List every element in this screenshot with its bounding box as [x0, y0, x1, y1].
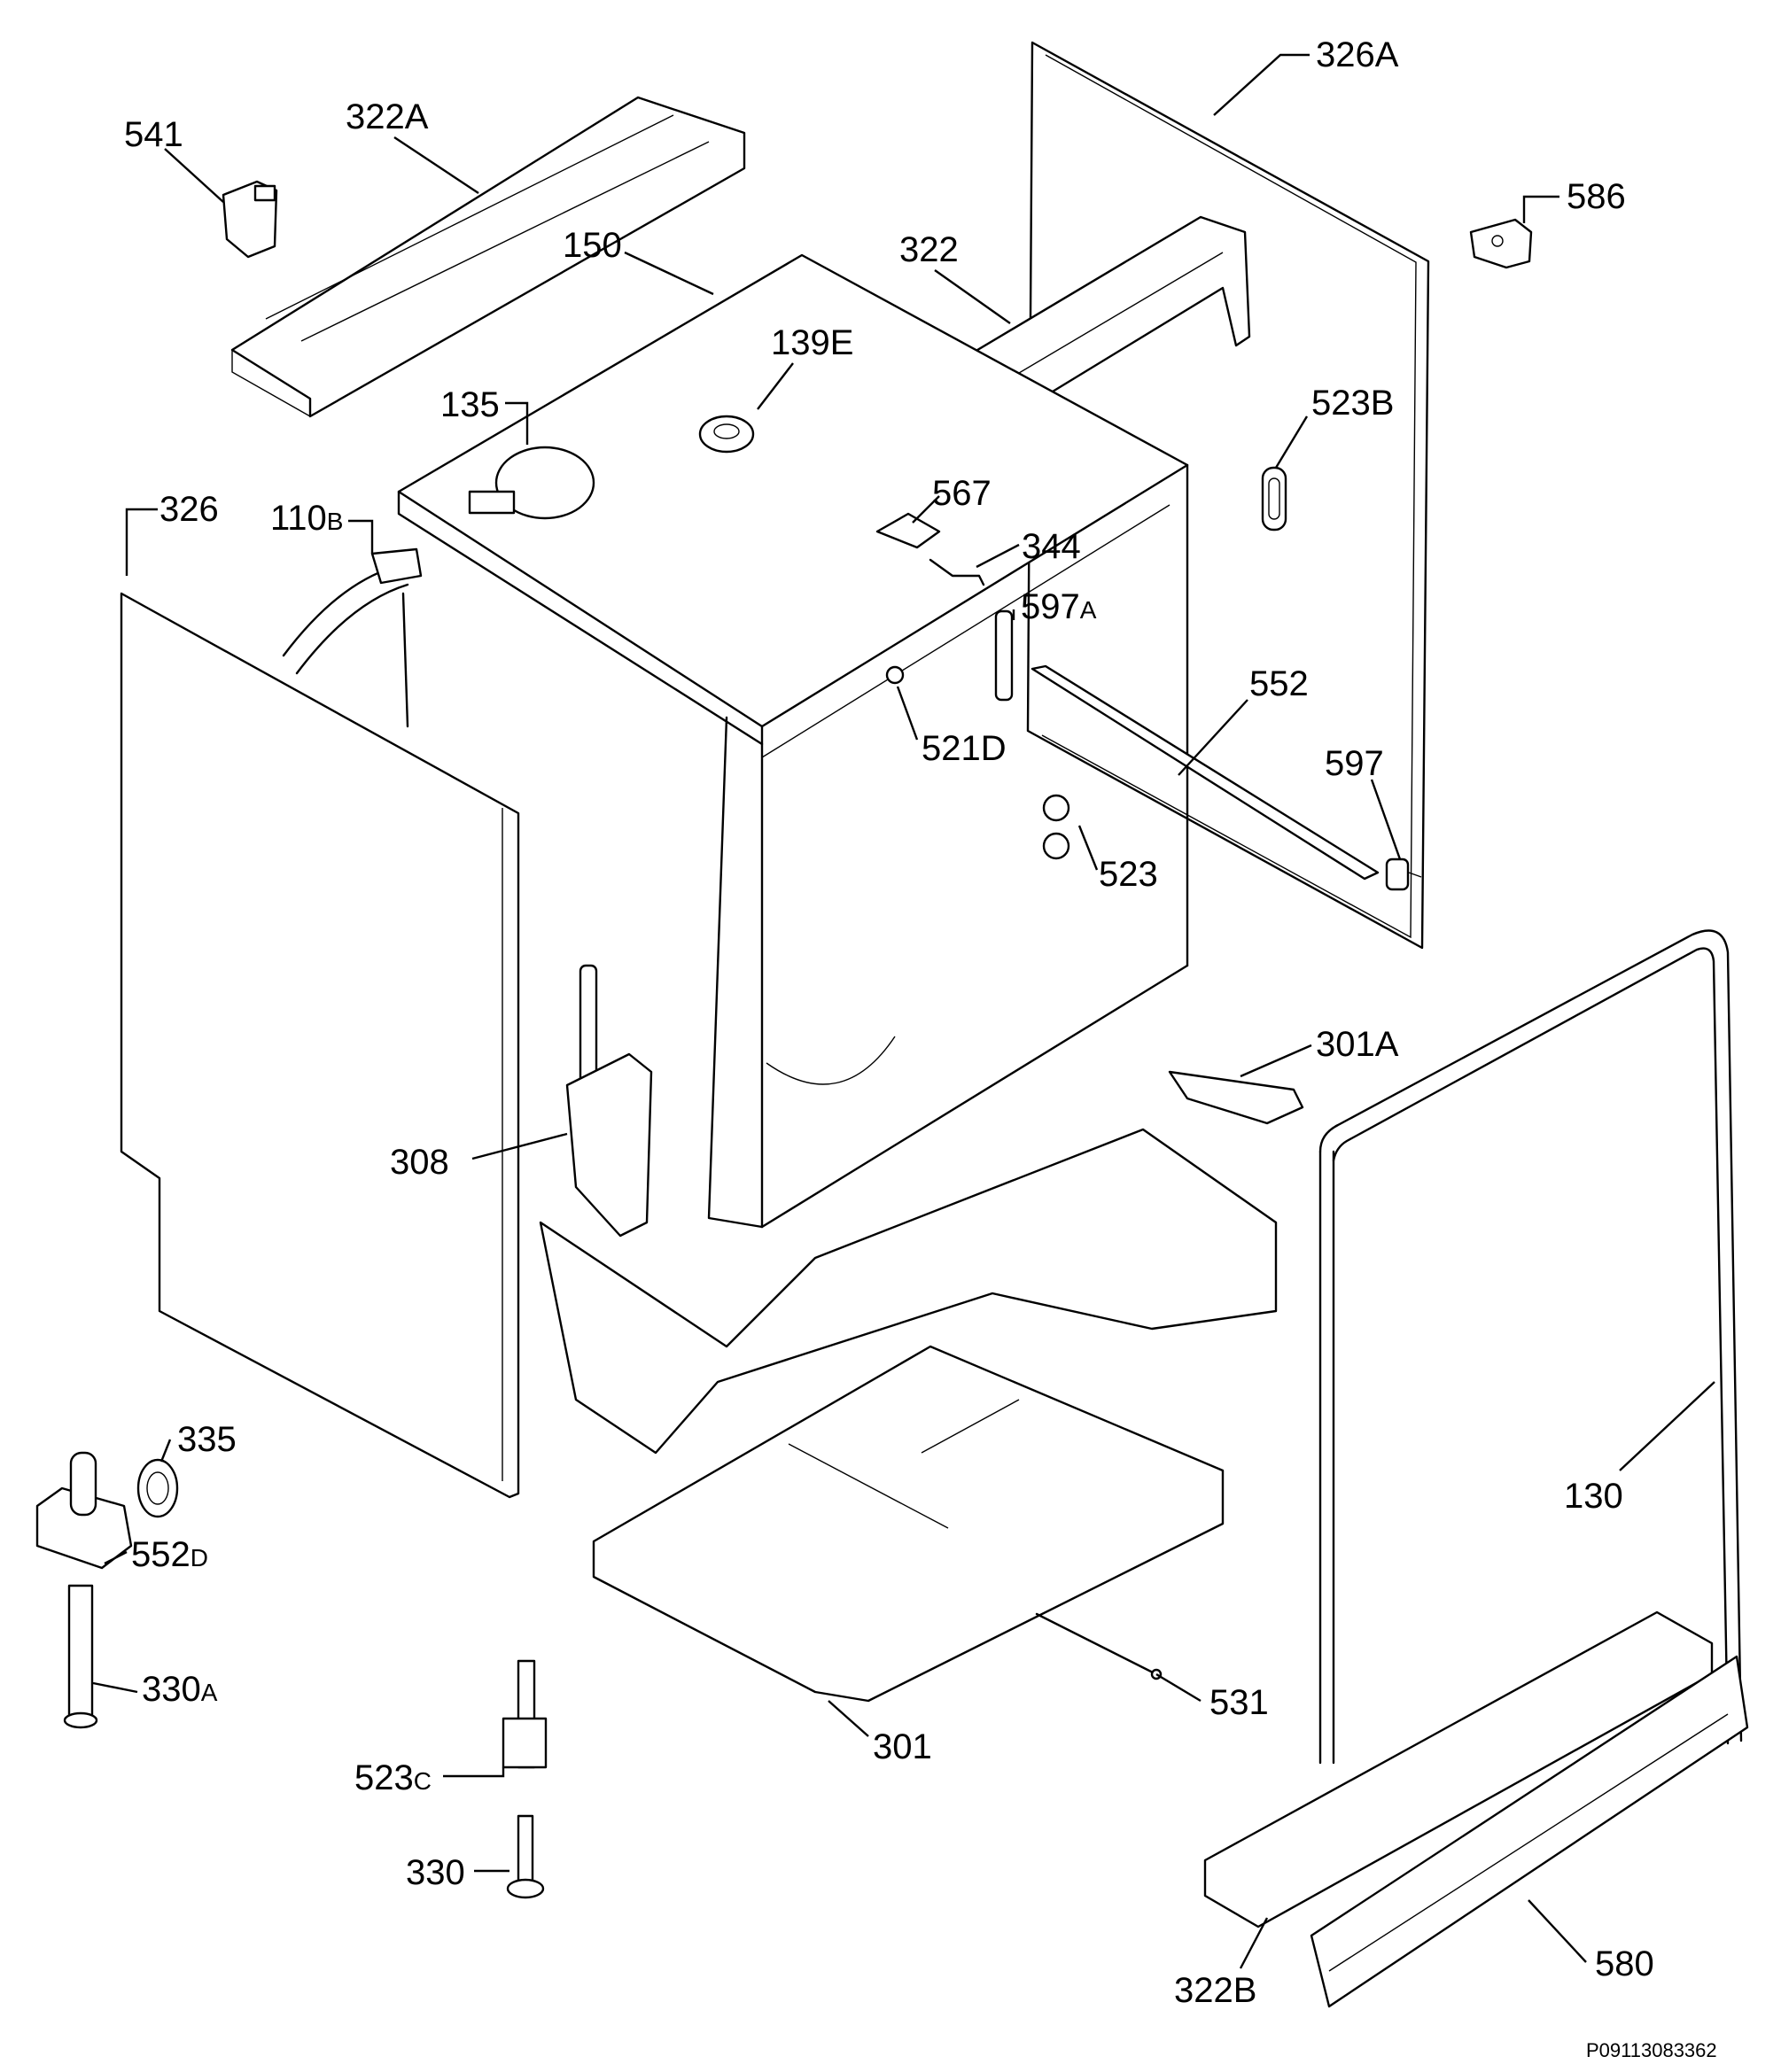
label-597A-number: 597 [1021, 587, 1080, 626]
part-597-clip [1385, 858, 1410, 891]
part-552-rail [1030, 664, 1380, 881]
part-301-base-tray [592, 1345, 1225, 1703]
label-308: 308 [390, 1143, 449, 1182]
label-322B: 322B [1174, 1971, 1256, 2010]
part-523-wheels [1042, 794, 1070, 860]
part-541-bracket [222, 180, 278, 259]
label-586: 586 [1567, 177, 1626, 216]
part-597A-pin [994, 609, 1014, 702]
drawing-code: P09113083362 [1586, 2039, 1717, 2061]
label-110B: 110B [270, 499, 343, 538]
part-130-door-seal [1318, 929, 1743, 1765]
label-322A: 322A [346, 97, 429, 136]
part-110B-hose [282, 547, 423, 728]
part-567-clip [875, 512, 941, 549]
part-521D-plug [885, 665, 905, 685]
part-335-gear [136, 1458, 179, 1518]
part-301A-clip [1168, 1070, 1304, 1125]
label-322: 322 [899, 230, 959, 269]
label-580: 580 [1595, 1944, 1654, 1983]
label-541: 541 [124, 115, 183, 154]
label-523C: 523C [354, 1758, 432, 1797]
label-521D: 521D [922, 729, 1007, 768]
part-139E-nut [698, 415, 755, 454]
label-330: 330 [406, 1853, 465, 1892]
label-150: 150 [563, 226, 622, 265]
part-326-left-side-panel [120, 592, 520, 1499]
label-110B-number: 110 [270, 499, 327, 538]
label-326A: 326A [1316, 35, 1399, 74]
part-base [539, 1128, 1278, 1455]
label-552D: 552D [131, 1535, 208, 1574]
leader-lines [92, 53, 1715, 1969]
label-597A-suffix: A [1080, 596, 1097, 624]
part-330A-screw [63, 1584, 98, 1729]
label-139E: 139E [771, 323, 853, 362]
label-330A-suffix: A [201, 1679, 218, 1706]
label-597A: 597A [1021, 587, 1097, 626]
part-135-cap [468, 446, 595, 520]
part-580-kickplate [1310, 1655, 1749, 2008]
label-523: 523 [1099, 855, 1158, 894]
part-330-screw [506, 1814, 545, 1899]
label-552: 552 [1249, 664, 1309, 703]
label-135: 135 [440, 385, 500, 424]
part-586-clip [1469, 218, 1533, 269]
part-531-rod [1035, 1612, 1163, 1680]
part-150-tub [397, 253, 1189, 1229]
part-523C-bracket [502, 1659, 548, 1769]
part-344-wire [929, 558, 985, 586]
label-301: 301 [873, 1727, 932, 1766]
label-523C-suffix: C [414, 1767, 432, 1795]
part-322A-top-rail [230, 96, 746, 418]
label-301A: 301A [1316, 1025, 1399, 1064]
label-523C-number: 523 [354, 1758, 414, 1797]
part-308-hinge [565, 964, 653, 1238]
label-330A-number: 330 [142, 1670, 201, 1709]
label-326: 326 [159, 490, 219, 529]
label-552D-number: 552 [131, 1535, 191, 1574]
part-523B-grommet [1261, 466, 1287, 532]
label-597: 597 [1325, 744, 1384, 783]
part-552D-leg-support [35, 1451, 133, 1570]
label-110B-suffix: B [327, 508, 344, 535]
label-344: 344 [1022, 527, 1081, 566]
label-567: 567 [932, 474, 992, 513]
label-130: 130 [1564, 1477, 1623, 1516]
label-330A: 330A [142, 1670, 218, 1709]
label-523B: 523B [1311, 384, 1394, 423]
label-335: 335 [177, 1420, 237, 1459]
label-531: 531 [1209, 1683, 1269, 1722]
label-552D-suffix: D [191, 1544, 208, 1571]
callout-labels: 326A 541 322A 586 150 322 139E 135 523B … [124, 35, 1654, 2010]
